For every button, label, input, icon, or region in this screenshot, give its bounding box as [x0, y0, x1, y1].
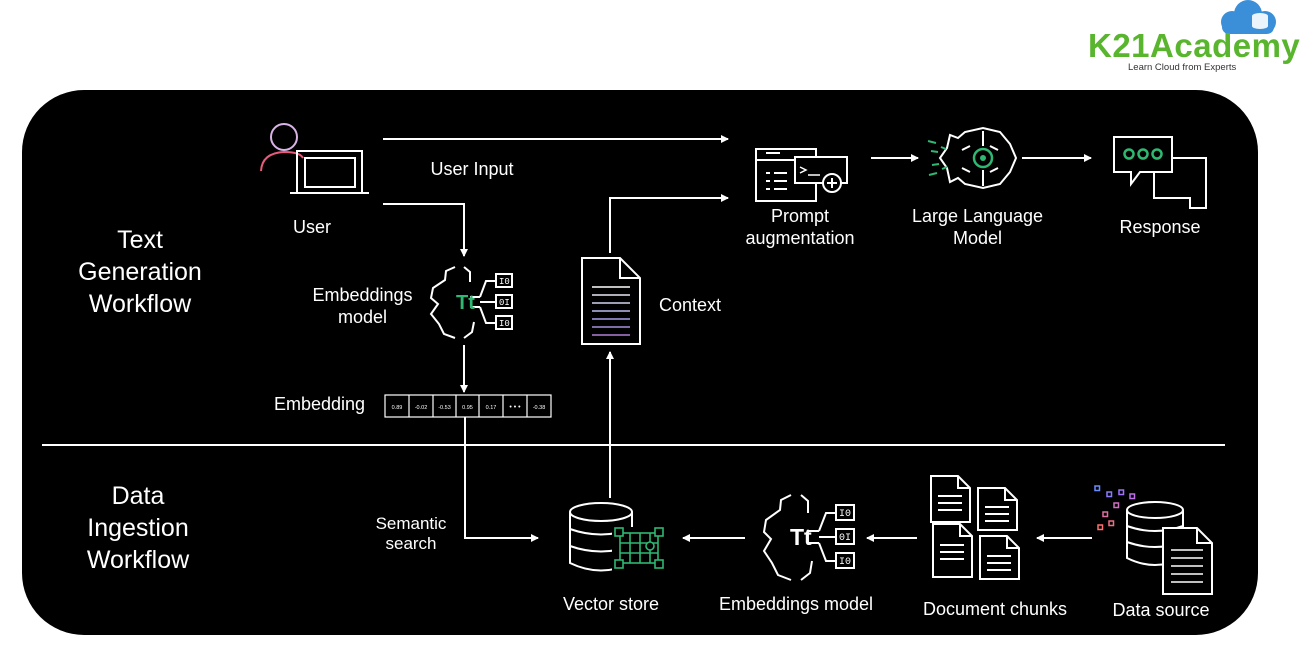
llm-brain-icon	[927, 126, 1018, 190]
svg-text:Tt: Tt	[456, 292, 475, 314]
section-title-data-ingestion: Data Ingestion Workflow	[86, 482, 190, 574]
svg-text:Tt: Tt	[790, 524, 812, 550]
label-embeddings-model-top: Embeddings model	[312, 285, 413, 327]
label-prompt-augmentation: Prompt augmentation	[745, 206, 855, 248]
embedding-value: -0.53	[438, 405, 451, 411]
svg-text:0I: 0I	[839, 533, 851, 544]
prompt-icon	[755, 148, 848, 202]
svg-text:I0: I0	[499, 319, 510, 329]
embedding-value: -0.38	[533, 405, 546, 411]
chat-bubbles-icon	[1113, 136, 1207, 209]
svg-text:I0: I0	[839, 509, 851, 520]
embedding-value: -0.02	[415, 405, 428, 411]
logo-tagline: Learn Cloud from Experts	[1128, 62, 1237, 73]
logo-title: K21Academy	[1088, 27, 1300, 64]
arrow-context-to-prompt	[609, 194, 729, 253]
data-source-icon	[1094, 485, 1213, 595]
database-icon	[569, 502, 664, 572]
svg-text:0I: 0I	[499, 298, 510, 308]
user-laptop-icon	[260, 123, 369, 194]
arrow-embedding-to-vector	[464, 417, 539, 542]
arrow-user-to-embeddings	[383, 203, 468, 257]
label-embedding: Embedding	[273, 394, 366, 414]
embeddings-model-icon: Tt I0 0I I0	[762, 494, 855, 581]
embedding-value: • • •	[509, 404, 521, 411]
label-user: User	[292, 217, 331, 237]
label-vector-store: Vector store	[562, 594, 660, 614]
svg-text:I0: I0	[839, 557, 851, 568]
label-data-source: Data source	[1112, 600, 1210, 620]
flow-arrows	[383, 135, 1092, 542]
label-semantic-search: Semantic search	[375, 514, 447, 554]
section-title-text-generation: Text Generation Workflow	[78, 226, 202, 318]
embeddings-model-icon: Tt I0 0I I0	[429, 266, 513, 339]
label-llm: Large Language Model	[911, 206, 1044, 248]
embedding-vector: 0.89 -0.02 -0.53 0.95 0.17 • • • -0.38	[384, 394, 552, 418]
svg-text:I0: I0	[499, 277, 510, 287]
label-embeddings-model-bottom: Embeddings model	[718, 594, 874, 614]
label-document-chunks: Document chunks	[922, 599, 1068, 619]
label-response: Response	[1119, 217, 1201, 237]
document-chunks-icon	[930, 475, 1020, 580]
embedding-value: 0.17	[486, 405, 497, 411]
label-user-input: User Input	[430, 159, 514, 179]
embedding-value: 0.89	[392, 405, 403, 411]
label-context: Context	[658, 295, 722, 315]
document-icon	[581, 257, 641, 345]
embedding-value: 0.95	[462, 405, 473, 411]
